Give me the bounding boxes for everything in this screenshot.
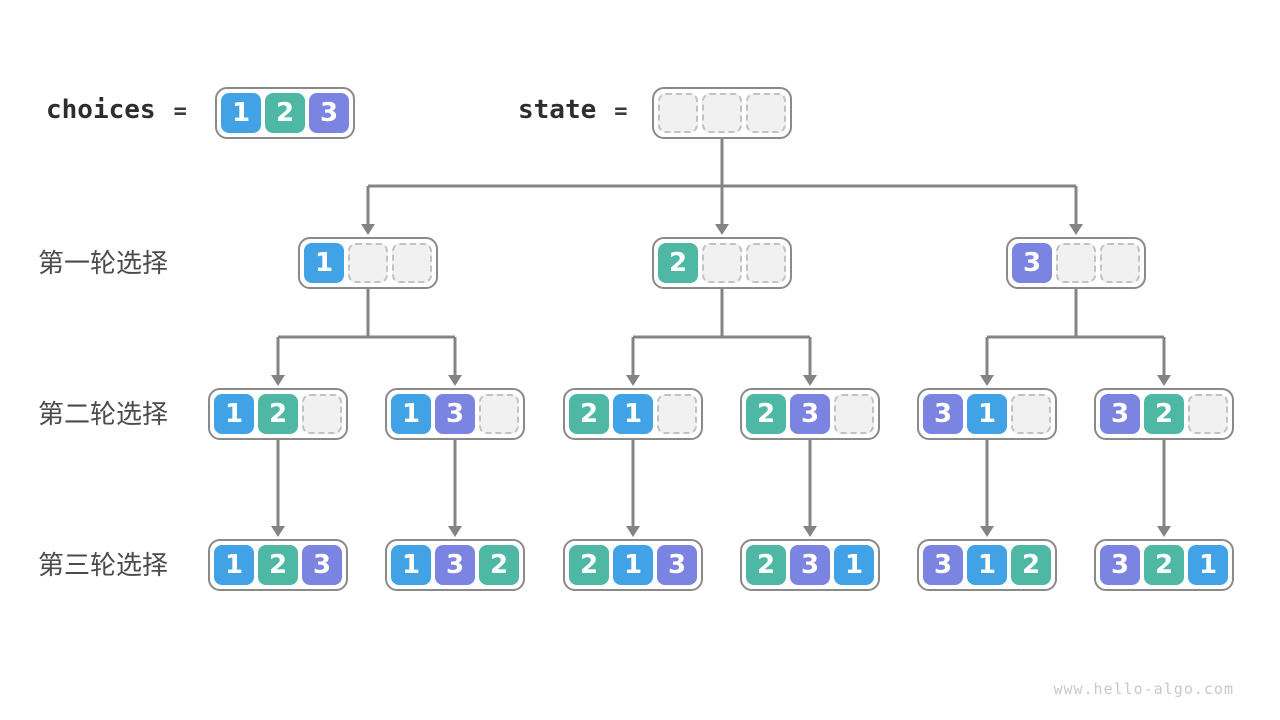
empty-tile — [392, 243, 432, 283]
number-tile: 3 — [923, 394, 963, 434]
number-tile: 3 — [1012, 243, 1052, 283]
choices-label: choices = — [46, 95, 187, 125]
equals-sign: = — [614, 99, 628, 124]
round-3-label: 第三轮选择 — [38, 550, 169, 580]
empty-tile — [348, 243, 388, 283]
number-tile: 3 — [790, 545, 830, 585]
state-box: 3 — [1006, 237, 1146, 289]
number-tile: 2 — [569, 545, 609, 585]
number-tile: 2 — [479, 545, 519, 585]
number-tile: 3 — [657, 545, 697, 585]
empty-tile — [1100, 243, 1140, 283]
number-tile: 3 — [1100, 394, 1140, 434]
number-tile: 2 — [258, 545, 298, 585]
number-tile: 3 — [1100, 545, 1140, 585]
number-tile: 1 — [214, 545, 254, 585]
number-tile: 2 — [1144, 545, 1184, 585]
number-tile: 3 — [435, 545, 475, 585]
number-tile: 1 — [304, 243, 344, 283]
number-tile: 1 — [391, 394, 431, 434]
empty-tile — [702, 93, 742, 133]
number-tile: 1 — [967, 394, 1007, 434]
number-tile: 1 — [834, 545, 874, 585]
empty-tile — [1011, 394, 1051, 434]
number-tile: 2 — [746, 545, 786, 585]
empty-tile — [746, 93, 786, 133]
number-tile: 2 — [265, 93, 305, 133]
number-tile: 3 — [302, 545, 342, 585]
empty-tile — [702, 243, 742, 283]
watermark: www.hello-algo.com — [1053, 680, 1234, 698]
empty-tile — [657, 394, 697, 434]
empty-tile — [834, 394, 874, 434]
empty-tile — [746, 243, 786, 283]
empty-tile — [1188, 394, 1228, 434]
number-tile: 2 — [1144, 394, 1184, 434]
state-box: 2 — [652, 237, 792, 289]
choices-label-text: choices — [46, 95, 156, 125]
number-tile: 1 — [613, 394, 653, 434]
number-tile: 2 — [569, 394, 609, 434]
number-tile: 2 — [1011, 545, 1051, 585]
number-tile: 2 — [258, 394, 298, 434]
equals-sign: = — [173, 99, 187, 124]
round-2-label: 第二轮选择 — [38, 399, 169, 429]
number-tile: 3 — [923, 545, 963, 585]
number-tile: 3 — [435, 394, 475, 434]
number-tile: 1 — [214, 394, 254, 434]
empty-tile — [302, 394, 342, 434]
empty-tile — [658, 93, 698, 133]
state-label-text: state — [518, 95, 597, 125]
state-box: 1 — [298, 237, 438, 289]
empty-tile — [479, 394, 519, 434]
number-tile: 3 — [309, 93, 349, 133]
number-tile: 1 — [967, 545, 1007, 585]
number-tile: 2 — [658, 243, 698, 283]
state-label: state = — [518, 95, 628, 125]
state-box — [652, 87, 792, 139]
number-tile: 1 — [1188, 545, 1228, 585]
number-tile: 1 — [221, 93, 261, 133]
empty-tile — [1056, 243, 1096, 283]
round-1-label: 第一轮选择 — [38, 248, 169, 278]
number-tile: 1 — [391, 545, 431, 585]
number-tile: 3 — [790, 394, 830, 434]
number-tile: 1 — [613, 545, 653, 585]
number-tile: 2 — [746, 394, 786, 434]
